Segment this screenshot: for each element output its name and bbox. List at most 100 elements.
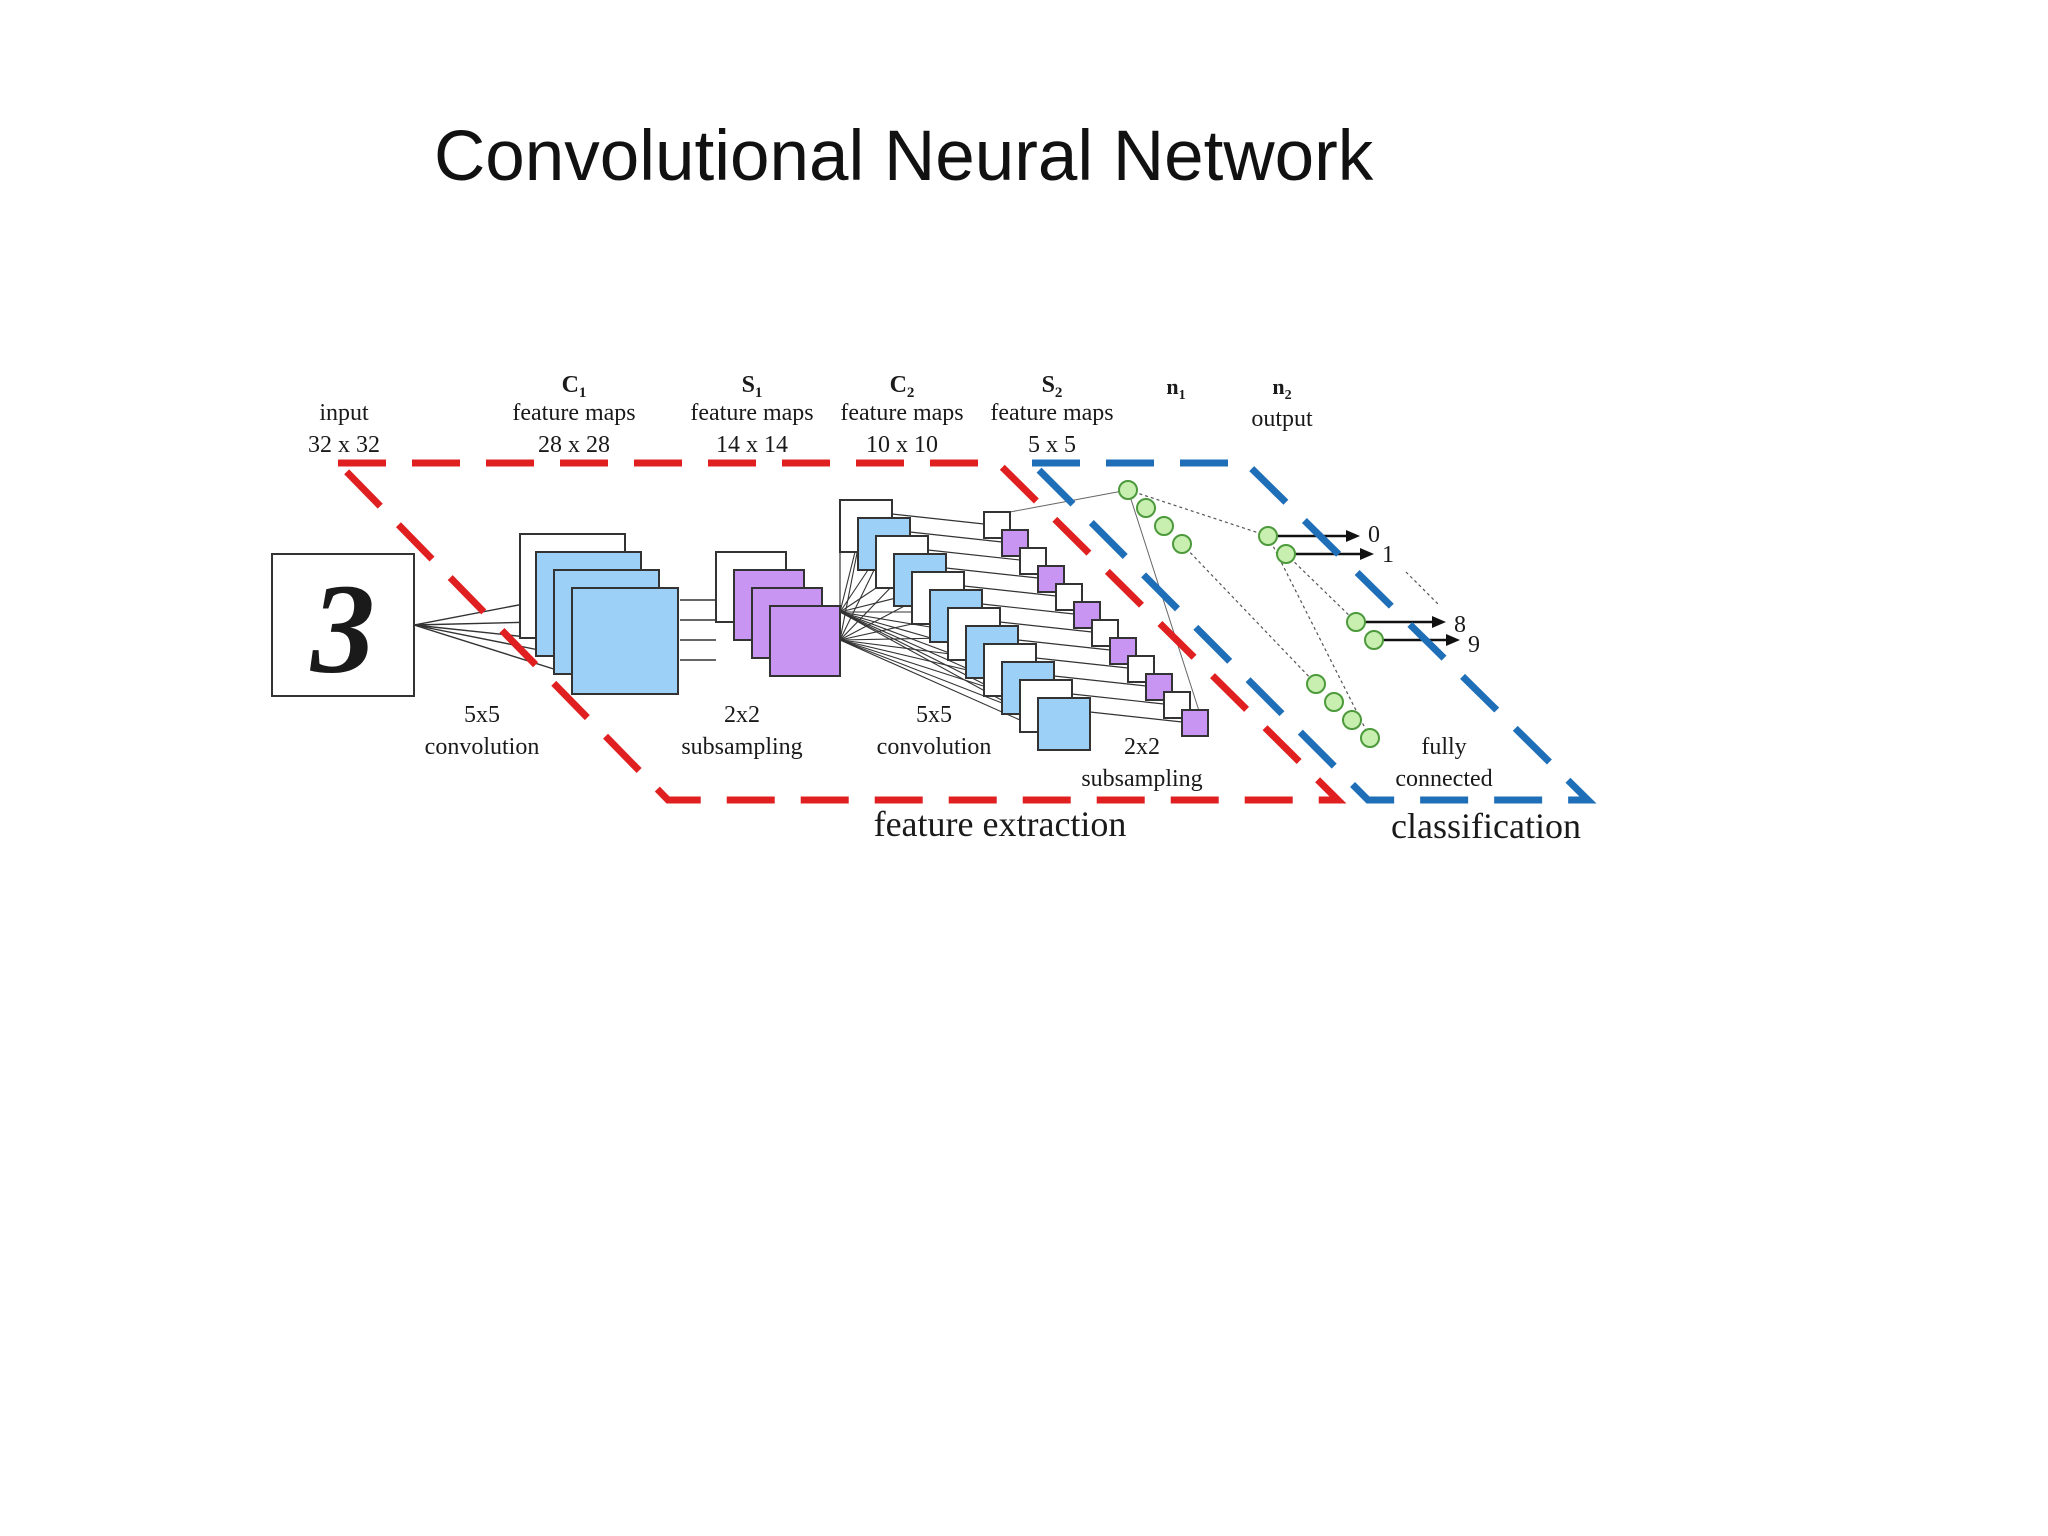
- c2-s2-connection-line: [1089, 711, 1183, 723]
- n2-sub: 2: [1285, 388, 1292, 403]
- c2-s2-connection-line: [1071, 693, 1165, 705]
- slide-title: Convolutional Neural Network: [434, 117, 1374, 196]
- n2-neuron: [1276, 544, 1296, 564]
- n1-title: n1: [1166, 374, 1185, 403]
- s1-c2-connection-line: [839, 601, 913, 641]
- feature-extraction-region: [329, 459, 1347, 804]
- n1-neuron: [1324, 692, 1344, 712]
- input-digit: 3: [310, 558, 375, 700]
- c2-desc: feature maps: [840, 400, 963, 426]
- c2-s2-connection-line: [1017, 639, 1111, 651]
- c1-feature-map: [571, 587, 679, 695]
- s1-sub: 1: [755, 385, 763, 401]
- c2-s2-connection-line: [945, 567, 1039, 579]
- output-arrowhead: [1432, 616, 1446, 628]
- fc-connection-line: [1181, 543, 1317, 685]
- input-image-frame: [271, 553, 415, 697]
- s2-n1-connection-line: [1127, 489, 1201, 715]
- n1-neuron: [1342, 710, 1362, 730]
- fc-line1: fully: [1421, 734, 1466, 760]
- s1-feature-map: [769, 605, 841, 677]
- output-label-1: 1: [1382, 542, 1394, 568]
- fc-line2: connected: [1395, 766, 1492, 792]
- sub1-op: subsampling: [681, 734, 802, 760]
- s1-desc: feature maps: [690, 400, 813, 426]
- input-image: 3: [271, 553, 415, 700]
- n2-name: n: [1272, 374, 1284, 399]
- fc-connection-line: [1405, 571, 1441, 607]
- feature-extraction-label: feature extraction: [874, 804, 1127, 844]
- n1-neuron: [1154, 516, 1174, 536]
- input-label: input: [319, 400, 369, 426]
- n1-name: n: [1166, 374, 1178, 399]
- c2-s2-connection-line: [981, 603, 1075, 615]
- sub2-kernel: 2x2: [1124, 734, 1160, 760]
- fc-connection-line: [1127, 489, 1269, 537]
- s1-name: S: [742, 372, 755, 398]
- c1-title: C1: [562, 372, 587, 401]
- c2-s2-connection-line: [909, 531, 1003, 543]
- s1-c2-connection-line: [839, 639, 1021, 711]
- s2-title: S2: [1042, 372, 1063, 401]
- s2-feature-map: [1109, 637, 1137, 665]
- c2-s2-connection-line: [891, 513, 985, 525]
- c2-size: 10 x 10: [866, 432, 938, 458]
- c2-s2-connection-line: [1035, 657, 1129, 669]
- output-label-9: 9: [1468, 632, 1480, 658]
- neurons: [1118, 480, 1384, 748]
- c1-desc: feature maps: [512, 400, 635, 426]
- s1-title: S1: [742, 372, 763, 401]
- n1-sub: 1: [1179, 388, 1186, 403]
- output-label-8: 8: [1454, 612, 1466, 638]
- s2-name: S: [1042, 372, 1055, 398]
- n1-neuron: [1118, 480, 1138, 500]
- conv2-kernel: 5x5: [916, 702, 952, 728]
- c2-s2-connection-line: [927, 549, 1021, 561]
- s2-feature-map: [1091, 619, 1119, 647]
- classification-region: [1023, 459, 1597, 804]
- fc-connection-line: [1285, 553, 1357, 623]
- n2-neuron: [1364, 630, 1384, 650]
- s1-c2-connection-line: [839, 547, 859, 641]
- output-arrowhead: [1346, 530, 1360, 542]
- feature-maps: [519, 499, 1209, 751]
- c1-size: 28 x 28: [538, 432, 610, 458]
- n1-neuron: [1360, 728, 1380, 748]
- s1-size: 14 x 14: [716, 432, 788, 458]
- conv1-connection-line: [413, 601, 535, 626]
- n2-title: n2: [1272, 374, 1291, 403]
- s1-c2-connection-line: [839, 639, 967, 657]
- sub1-kernel: 2x2: [724, 702, 760, 728]
- c1-name: C: [562, 372, 579, 398]
- s2-feature-map: [1181, 709, 1209, 737]
- s2-sub: 2: [1055, 385, 1063, 401]
- output-arrowhead: [1360, 548, 1374, 560]
- c2-s2-connection-line: [963, 585, 1057, 597]
- n2-neuron: [1258, 526, 1278, 546]
- output-arrowhead: [1446, 634, 1460, 646]
- n1-neuron: [1306, 674, 1326, 694]
- s2-size: 5 x 5: [1028, 432, 1076, 458]
- conv1-connection-line: [413, 621, 539, 626]
- input-size: 32 x 32: [308, 432, 380, 458]
- c2-feature-map: [1037, 697, 1091, 751]
- fc-connection-line: [1267, 535, 1371, 739]
- s1-c2-connection-line: [839, 565, 877, 641]
- output-label-0: 0: [1368, 522, 1380, 548]
- n2-desc: output: [1251, 406, 1313, 432]
- c2-sub: 2: [907, 385, 915, 401]
- c1-sub: 1: [579, 385, 587, 401]
- n1-neuron: [1136, 498, 1156, 518]
- conv1-connection-line: [413, 624, 577, 677]
- conv1-op: convolution: [425, 734, 540, 760]
- n1-neuron: [1172, 534, 1192, 554]
- s2-feature-map: [1073, 601, 1101, 629]
- conv2-op: convolution: [877, 734, 992, 760]
- conv1-kernel: 5x5: [464, 702, 500, 728]
- sub2-op: subsampling: [1081, 766, 1202, 792]
- s2-desc: feature maps: [990, 400, 1113, 426]
- c2-title: C2: [890, 372, 915, 401]
- n2-neuron: [1346, 612, 1366, 632]
- classification-label: classification: [1391, 806, 1581, 846]
